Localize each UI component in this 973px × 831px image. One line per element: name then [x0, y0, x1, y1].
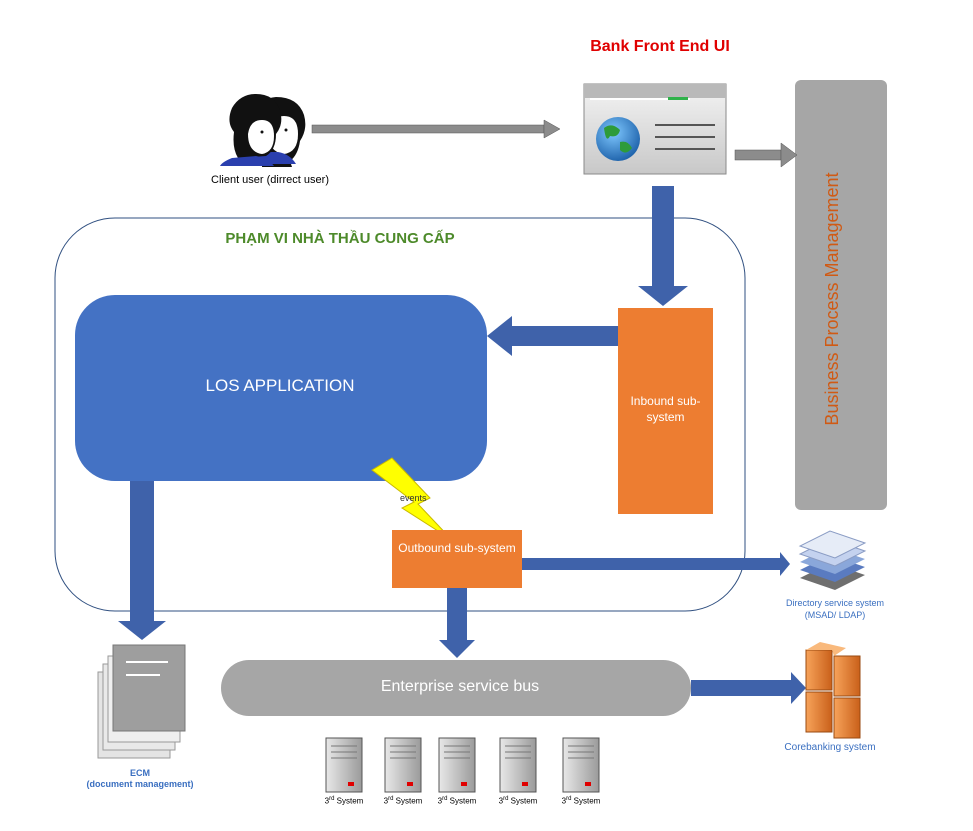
inbound-label: Inbound sub-system [630, 394, 701, 424]
third-system-suffix: System [334, 796, 364, 806]
ecm-label-line1: ECM [130, 768, 150, 778]
corebanking-label: Corebanking system [784, 742, 876, 753]
server-icon [325, 737, 363, 793]
arrow-user-to-ui [311, 119, 561, 139]
ecm-label-line2: (document management) [86, 779, 194, 789]
lightning-icon [371, 457, 453, 541]
third-system-suffix: System [447, 796, 477, 806]
third-system-suffix: System [393, 796, 423, 806]
third-system-prefix: 3 [383, 796, 389, 806]
third-system-label: 3rd System [551, 796, 611, 806]
user-silhouette-icon [220, 94, 306, 167]
third-system-sup: rd [503, 796, 509, 802]
arrow-outbound-to-esb [439, 588, 475, 658]
los-application-label: LOS APPLICATION [205, 376, 355, 395]
arrow-los-to-ecm [118, 481, 166, 640]
arrow-ui-to-bpm [734, 142, 798, 168]
third-system-sup: rd [566, 796, 572, 802]
esb-bar [221, 660, 691, 716]
third-system-suffix: System [571, 796, 601, 806]
client-user-label: Client user (dirrect user) [211, 174, 329, 186]
los-application-box [75, 295, 487, 481]
inbound-box [618, 308, 713, 514]
document-stack-icon [97, 644, 186, 759]
corebanking-server-icon [805, 642, 861, 739]
server-icon [562, 737, 600, 793]
esb-label: Enterprise service bus [380, 678, 540, 695]
bpm-panel [795, 80, 887, 510]
third-system-prefix: 3 [324, 796, 330, 806]
arrow-outbound-to-directory [522, 552, 790, 576]
directory-label: Directory service system (MSAD/ LDAP) [785, 598, 884, 620]
server-icon [438, 737, 476, 793]
arrow-ui-to-inbound [638, 186, 688, 306]
third-system-sup: rd [442, 796, 448, 802]
third-system-prefix: 3 [437, 796, 443, 806]
third-system-suffix: System [508, 796, 538, 806]
bank-ui-title: Bank Front End UI [590, 38, 730, 55]
arrow-esb-to-corebanking [691, 672, 806, 704]
server-icon [499, 737, 537, 793]
arrow-inbound-to-los [487, 316, 618, 356]
outbound-label: Outbound sub-system [398, 541, 516, 555]
third-system-label: 3rd System [314, 796, 374, 806]
ecm-label: ECM (document management) [60, 768, 220, 790]
outbound-box [392, 530, 522, 588]
scope-boundary [54, 217, 746, 612]
server-icon [384, 737, 422, 793]
third-system-sup: rd [329, 796, 335, 802]
third-system-label: 3rd System [427, 796, 487, 806]
third-system-prefix: 3 [561, 796, 567, 806]
browser-globe-icon [583, 83, 727, 175]
third-system-label: 3rd System [373, 796, 433, 806]
stacked-disks-icon [798, 530, 867, 590]
events-label: events [400, 493, 427, 503]
third-system-prefix: 3 [498, 796, 504, 806]
scope-title: PHẠM VI NHÀ THẦU CUNG CẤP [225, 230, 455, 247]
bpm-label: Business Process Management [822, 172, 842, 426]
third-system-label: 3rd System [488, 796, 548, 806]
third-system-sup: rd [388, 796, 394, 802]
